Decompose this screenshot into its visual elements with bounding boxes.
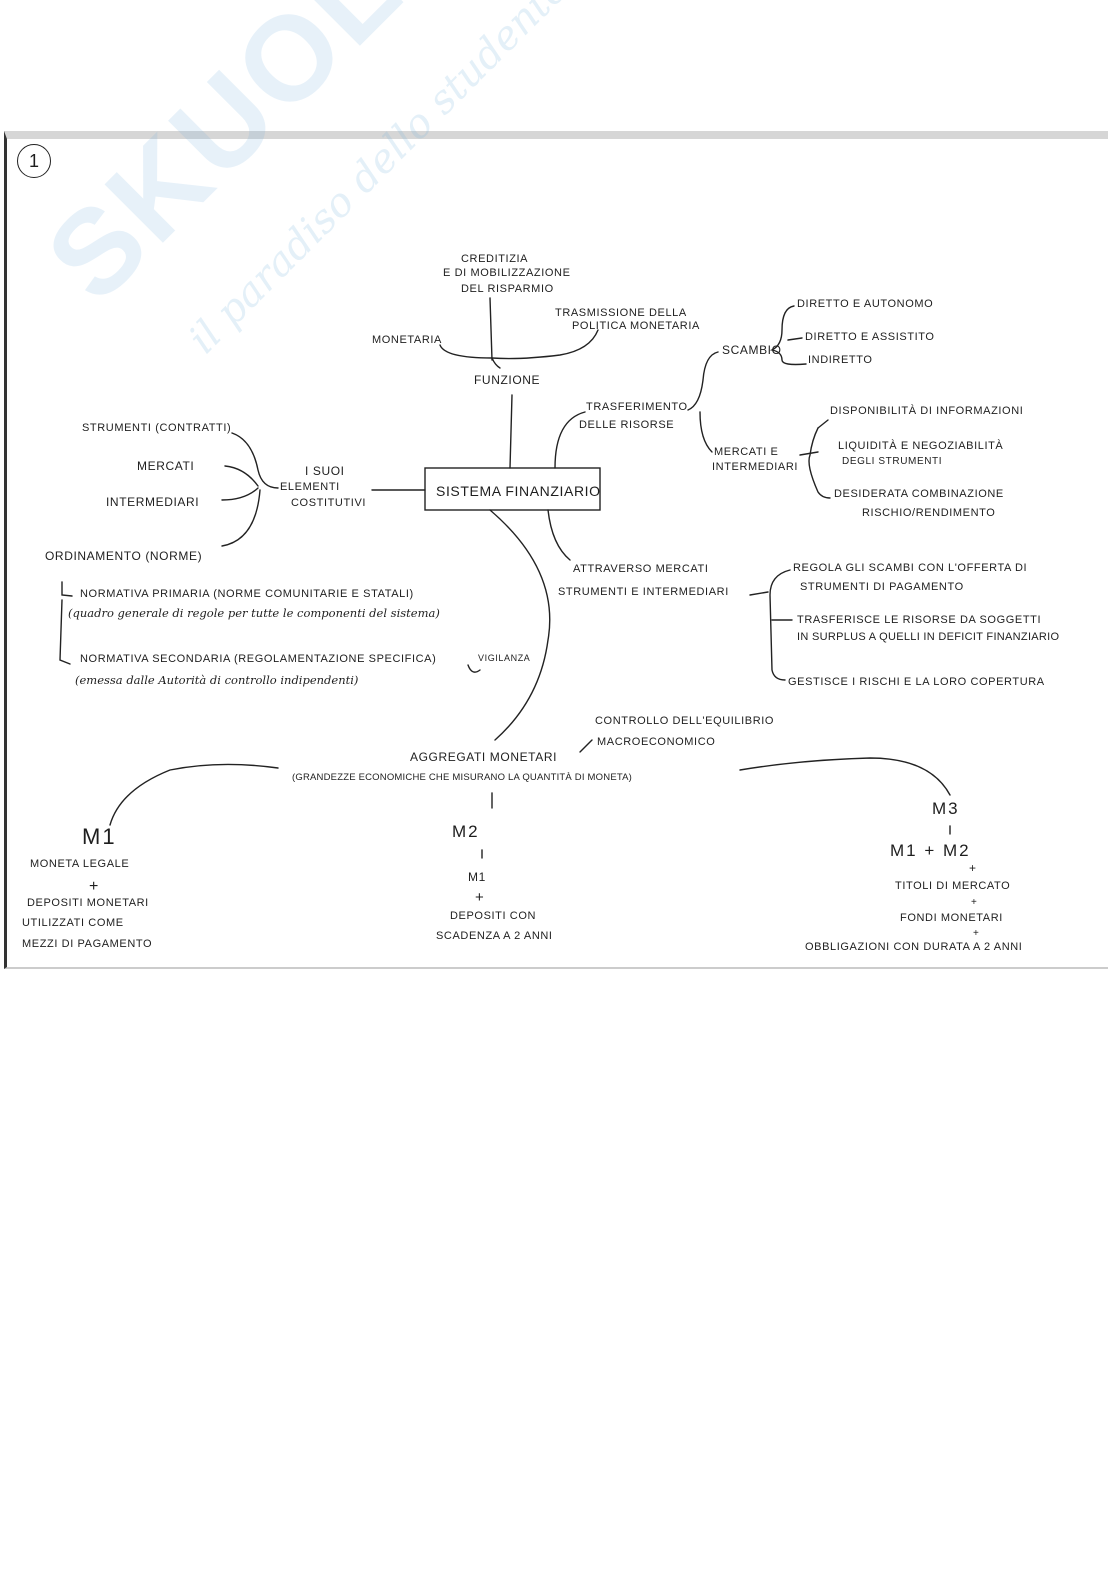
scambio-label: SCAMBIO — [722, 343, 782, 357]
m1-line: MEZZI DI PAGAMENTO — [22, 938, 153, 950]
m1-line: DEPOSITI MONETARI — [27, 897, 149, 909]
aggregati-label: AGGREGATI MONETARI — [410, 750, 558, 764]
m3-label: M3 — [932, 799, 960, 818]
controllo-line-2: MACROECONOMICO — [597, 736, 716, 748]
m3-line: OBBLIGAZIONI CON DURATA A 2 ANNI — [805, 941, 1023, 953]
funzione-label: FUNZIONE — [474, 373, 541, 387]
scambio-item: DIRETTO E AUTONOMO — [797, 298, 934, 310]
vigilanza: VIGILANZA — [478, 653, 531, 663]
center-box — [424, 467, 601, 511]
m1-line: MONETA LEGALE — [30, 858, 130, 870]
m3-line: M1 + M2 — [890, 841, 971, 860]
mercati-item: DISPONIBILITÀ DI INFORMAZIONI — [830, 405, 1024, 417]
mercati-item: DESIDERATA COMBINAZIONE — [834, 488, 1004, 500]
m1-label: M1 — [82, 824, 117, 849]
controllo-line-1: CONTROLLO DELL'EQUILIBRIO — [595, 715, 775, 727]
scanned-page — [4, 131, 1108, 969]
m2-line: DEPOSITI CON — [450, 910, 537, 922]
elemento-intermediari: INTERMEDIARI — [106, 495, 200, 509]
elemento-strumenti: STRUMENTI (CONTRATTI) — [82, 422, 232, 434]
m2-label: M2 — [452, 822, 480, 841]
m1-line: UTILIZZATI COME — [22, 917, 124, 929]
attraverso-label-1: ATTRAVERSO MERCATI — [573, 563, 709, 575]
normativa-secondaria: NORMATIVA SECONDARIA (REGOLAMENTAZIONE S… — [80, 653, 437, 665]
mercati-intermediari-label-1: MERCATI E — [714, 446, 779, 458]
normativa-secondaria-note: (emessa dalle Autorità di controllo indi… — [75, 673, 359, 687]
scambio-item: INDIRETTO — [808, 354, 873, 366]
funzione-politica-monetaria: POLITICA MONETARIA — [572, 320, 700, 332]
m2-line: + — [475, 889, 485, 906]
m3-line: FONDI MONETARI — [900, 912, 1003, 924]
elemento-mercati: MERCATI — [137, 459, 195, 473]
m2-line: M1 — [468, 870, 486, 884]
m1-line: + — [89, 878, 99, 895]
attraverso-item: IN SURPLUS A QUELLI IN DEFICIT FINANZIAR… — [797, 631, 1060, 643]
m2-line: SCADENZA A 2 ANNI — [436, 930, 553, 942]
mercati-intermediari-label-2: INTERMEDIARI — [712, 461, 799, 473]
center-node-label: SISTEMA FINANZIARIO — [436, 483, 601, 499]
elementi-label-1: I SUOI — [305, 464, 345, 478]
scambio-item: DIRETTO E ASSISTITO — [805, 331, 935, 343]
page-number: 1 — [17, 144, 51, 178]
funzione-creditizia: CREDITIZIA — [461, 253, 529, 265]
funzione-monetaria: MONETARIA — [372, 334, 442, 346]
attraverso-item: STRUMENTI DI PAGAMENTO — [800, 581, 964, 593]
elementi-label-3: COSTITUTIVI — [291, 497, 367, 509]
normativa-primaria: NORMATIVA PRIMARIA (NORME COMUNITARIE E … — [80, 588, 414, 600]
elementi-label-2: ELEMENTI — [280, 481, 340, 493]
funzione-trasmissione: TRASMISSIONE DELLA — [555, 307, 687, 319]
m3-line: + — [973, 928, 980, 939]
attraverso-label-2: STRUMENTI E INTERMEDIARI — [558, 586, 729, 598]
aggregati-note: (GRANDEZZE ECONOMICHE CHE MISURANO LA QU… — [292, 772, 633, 783]
mercati-item: DEGLI STRUMENTI — [842, 456, 943, 467]
mercati-item: RISCHIO/RENDIMENTO — [862, 507, 996, 519]
elemento-ordinamento: ORDINAMENTO (NORME) — [45, 549, 203, 563]
trasferimento-label-1: TRASFERIMENTO — [586, 401, 688, 413]
funzione-risparmio: DEL RISPARMIO — [461, 283, 554, 295]
funzione-mobilizzazione: E DI MOBILIZZAZIONE — [443, 267, 571, 279]
normativa-primaria-note: (quadro generale di regole per tutte le … — [68, 606, 440, 620]
attraverso-item: TRASFERISCE LE RISORSE DA SOGGETTI — [797, 614, 1042, 626]
mercati-item: LIQUIDITÀ E NEGOZIABILITÀ — [838, 440, 1004, 452]
m3-line: + — [969, 861, 977, 875]
m3-line: + — [971, 897, 978, 908]
m3-line: TITOLI DI MERCATO — [895, 880, 1011, 892]
attraverso-item: GESTISCE I RISCHI E LA LORO COPERTURA — [788, 676, 1045, 688]
trasferimento-label-2: DELLE RISORSE — [579, 419, 675, 431]
attraverso-item: REGOLA GLI SCAMBI CON L'OFFERTA DI — [793, 562, 1028, 574]
